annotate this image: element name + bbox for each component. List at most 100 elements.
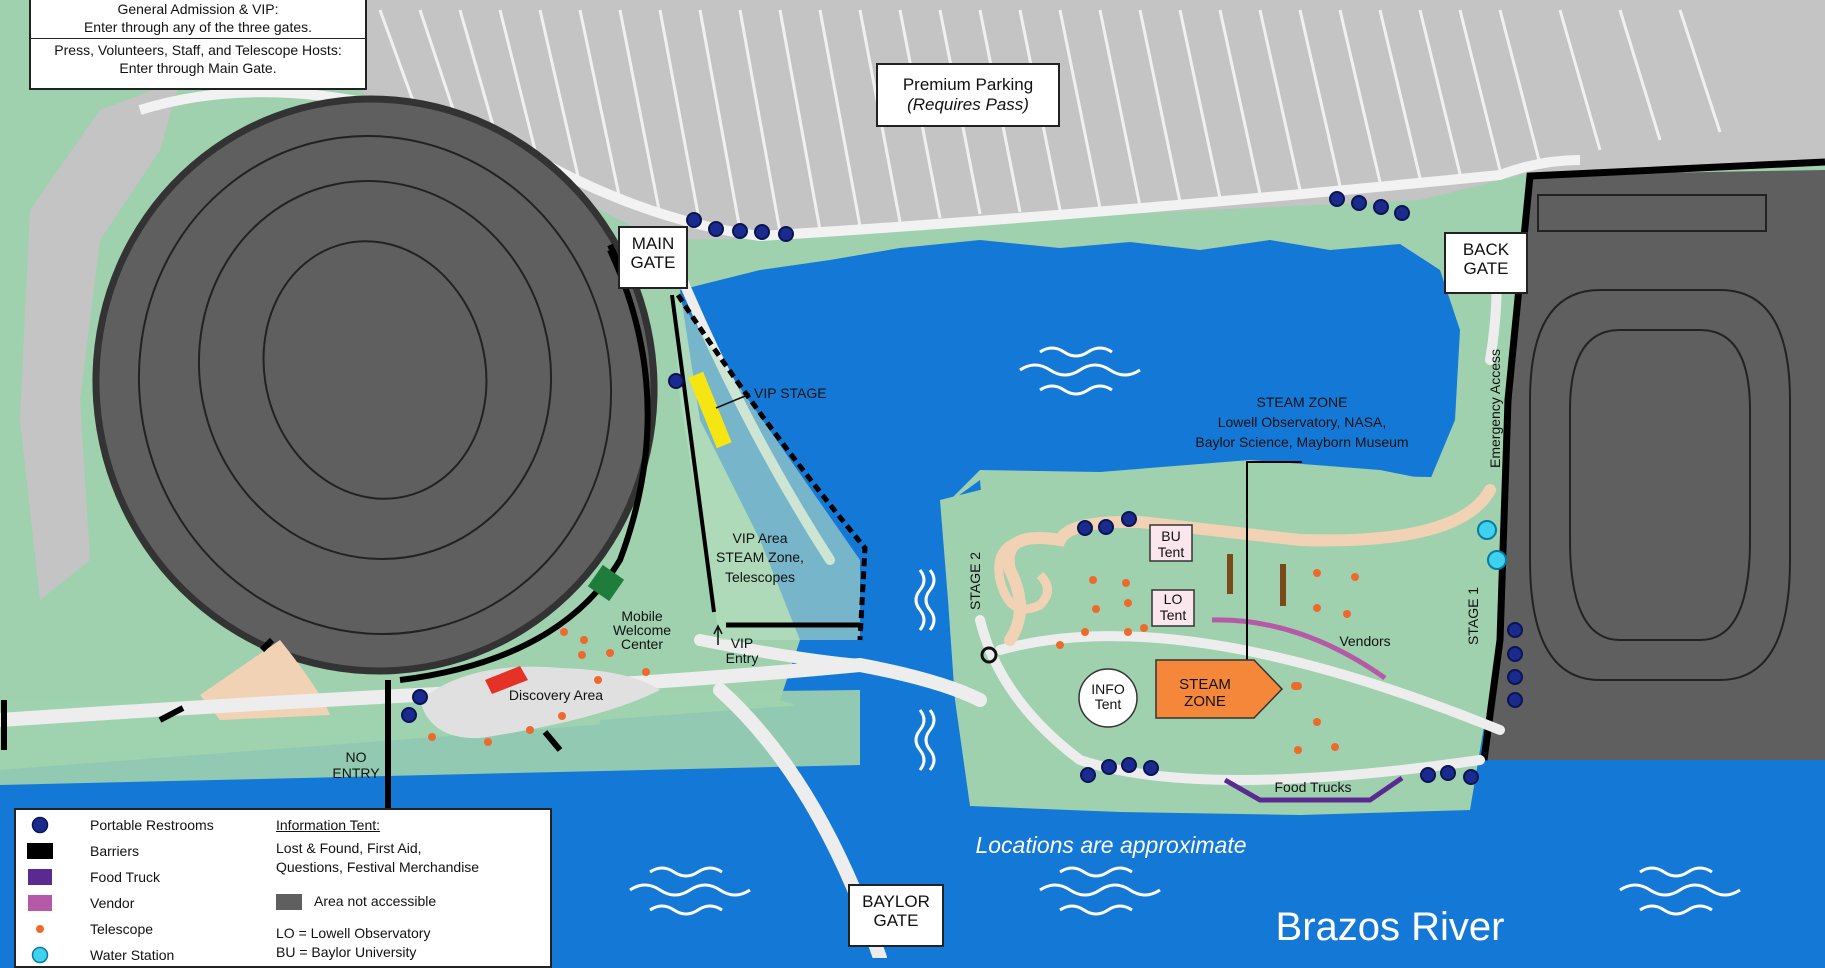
svg-text:LO: LO — [1164, 591, 1183, 607]
legend-label: Food Truck — [90, 869, 161, 885]
vip-entry-arrow — [713, 624, 723, 645]
track-inner — [1569, 329, 1751, 641]
discovery-area — [420, 666, 660, 739]
svg-text:Mobile: Mobile — [621, 608, 662, 624]
svg-text:Baylor Science, Mayborn Museum: Baylor Science, Mayborn Museum — [1195, 434, 1408, 450]
mobile-welcome-center — [587, 564, 625, 602]
entry-notice-divider — [31, 38, 365, 39]
label-steam-zone-box: STEAM ZONE — [1179, 676, 1231, 710]
vip-barrier-west — [670, 294, 716, 613]
vip-stage-pointer — [715, 393, 751, 409]
lake — [680, 240, 1460, 720]
legend-info: Information Tent: Lost & Found, First Ai… — [276, 816, 479, 877]
svg-text:Tent: Tent — [1095, 696, 1122, 712]
legend-label: Telescope — [90, 921, 154, 937]
label-lo-tent: LO Tent — [1160, 591, 1187, 623]
label-food-trucks: Food Trucks — [1274, 779, 1351, 795]
legend-info-line: Questions, Festival Merchandise — [276, 859, 480, 875]
label-stage1: STAGE 1 — [1465, 587, 1481, 645]
east-inaccessible — [1480, 170, 1825, 760]
label-bu-tent: BU Tent — [1158, 528, 1185, 560]
lo-tent — [1151, 589, 1195, 627]
label-info-tent: INFO Tent — [1091, 681, 1125, 712]
legend-item: Food Truck — [26, 866, 160, 888]
gate-label: GATE — [1463, 259, 1509, 278]
label-approximate: Locations are approximate — [975, 832, 1246, 858]
info-tent — [1078, 668, 1138, 728]
barrier-icon — [26, 843, 54, 859]
west-parking — [20, 80, 180, 600]
label-no-entry: NO ENTRY — [332, 749, 380, 781]
legend-item: Barriers — [26, 840, 139, 862]
east-building — [1537, 194, 1767, 232]
water-station-icon — [26, 946, 54, 964]
back-gate: BACK GATE — [1444, 232, 1528, 294]
food-truck-line — [1223, 775, 1404, 803]
sand-path — [1002, 484, 1496, 646]
water-station-markers — [1477, 520, 1507, 570]
restroom-icon — [26, 816, 54, 834]
svg-text:NO: NO — [346, 749, 367, 765]
east-barrier — [1480, 158, 1825, 761]
svg-text:Lowell Observatory, NASA,: Lowell Observatory, NASA, — [1218, 414, 1387, 430]
svg-text:Center: Center — [621, 636, 663, 652]
gate-label: BAYLOR — [862, 892, 930, 911]
svg-text:STEAM ZONE: STEAM ZONE — [1256, 394, 1347, 410]
main-gate: MAIN GATE — [618, 226, 688, 289]
legend-item: Telescope — [26, 918, 153, 940]
gate-label: GATE — [630, 253, 676, 272]
legend-info-line: Lost & Found, First Aid, — [276, 840, 422, 856]
stage2-marker — [980, 646, 998, 664]
entry-notice-line: Enter through any of the three gates. — [83, 19, 313, 35]
premium-parking-label: Premium Parking (Requires Pass) — [876, 63, 1060, 127]
label-mobile-welcome: Mobile Welcome Center — [613, 608, 671, 652]
bu-tent — [1149, 524, 1193, 562]
stadium-barrier — [399, 248, 651, 683]
misc-barriers — [1, 243, 621, 810]
label-vip-area: VIP Area STEAM Zone, Telescopes — [716, 530, 804, 585]
vip-stage — [688, 371, 732, 449]
not-accessible-icon — [276, 893, 302, 910]
svg-text:Telescopes: Telescopes — [725, 569, 795, 585]
label-stage2: STAGE 2 — [967, 552, 983, 610]
label-vip-stage: VIP STAGE — [754, 385, 827, 401]
spiral-path — [994, 533, 1061, 614]
svg-text:VIP: VIP — [731, 635, 754, 651]
entry-notice-line: General Admission & VIP: — [117, 1, 279, 17]
svg-text:Entry: Entry — [726, 650, 759, 666]
food-truck-icon — [26, 869, 54, 885]
legend-item: Water Station — [26, 944, 174, 966]
svg-text:Tent: Tent — [1158, 544, 1185, 560]
steam-zone — [1155, 659, 1284, 719]
label-steam-zone-title: STEAM ZONE Lowell Observatory, NASA, Bay… — [1195, 394, 1408, 450]
legend-abbrev: LO = Lowell Observatory BU = Baylor Univ… — [276, 924, 430, 962]
legend-info-title: Information Tent: — [276, 817, 381, 833]
svg-text:INFO: INFO — [1091, 681, 1125, 697]
label-brazos-river: Brazos River — [1276, 905, 1505, 949]
legend-label: Area not accessible — [314, 893, 437, 909]
water-ripples — [629, 346, 1741, 916]
entry-notice-line: Enter through Main Gate. — [119, 60, 277, 76]
legend: Portable Restrooms Barriers Food Truck V… — [14, 808, 552, 968]
label-discovery-area: Discovery Area — [509, 687, 603, 703]
legend-abbrev-bu: BU = Baylor University — [276, 944, 417, 960]
track — [1529, 289, 1791, 681]
svg-text:Tent: Tent — [1160, 607, 1187, 623]
svg-text:STEAM: STEAM — [1179, 676, 1231, 693]
legend-abbrev-lo: LO = Lowell Observatory — [276, 925, 431, 941]
svg-text:STEAM Zone,: STEAM Zone, — [716, 549, 804, 565]
svg-text:ZONE: ZONE — [1184, 693, 1226, 710]
stadium — [92, 95, 658, 675]
svg-text:Welcome: Welcome — [613, 622, 671, 638]
entry-notice: General Admission & VIP: Enter through a… — [29, 0, 367, 90]
legend-item: Portable Restrooms — [26, 814, 214, 836]
legend-item: Vendor — [26, 892, 134, 914]
parking-subtitle: (Requires Pass) — [907, 95, 1029, 114]
vip-barrier-dashed — [675, 293, 868, 641]
gate-label: MAIN — [631, 234, 675, 253]
vip-area — [672, 290, 860, 640]
svg-text:ENTRY: ENTRY — [332, 765, 380, 781]
baylor-gate: BAYLOR GATE — [848, 884, 944, 947]
legend-label: Water Station — [90, 947, 175, 963]
